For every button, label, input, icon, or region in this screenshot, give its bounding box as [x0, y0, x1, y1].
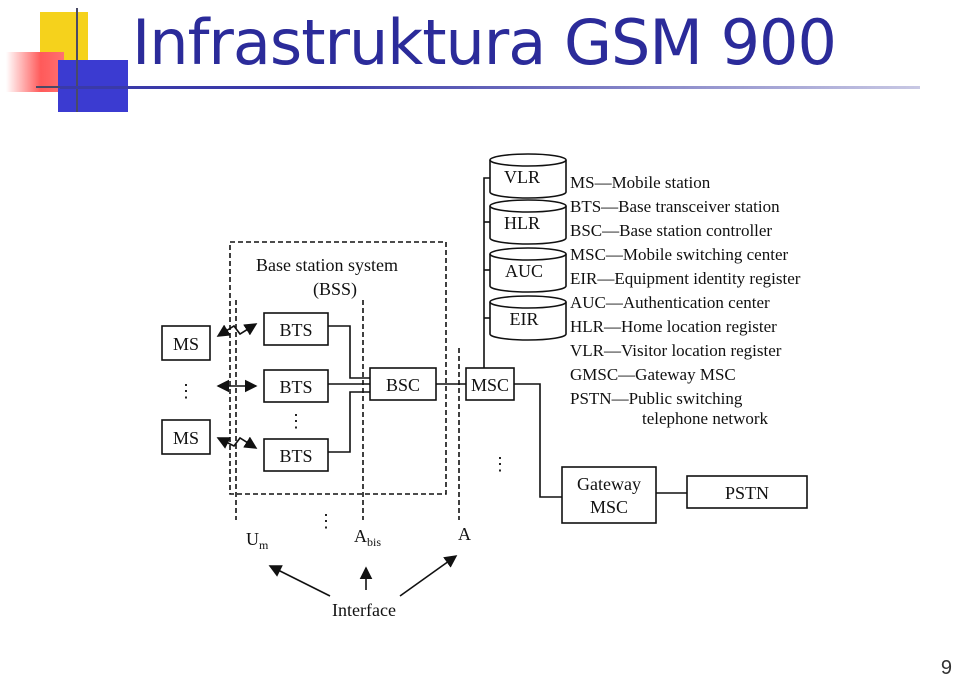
legend-item: EIR—Equipment identity register	[570, 269, 801, 288]
legend-item: telephone network	[642, 409, 769, 428]
eir-label: EIR	[510, 309, 539, 329]
hlr-cylinder	[489, 199, 567, 245]
pstn-box	[686, 475, 808, 509]
auc-label: AUC	[505, 261, 543, 281]
bss-label-line2: (BSS)	[313, 279, 357, 300]
bts-ellipsis: ⋮	[287, 411, 305, 431]
bts-1-label: BTS	[279, 320, 312, 340]
abis-interface-label: Abis	[354, 526, 381, 549]
legend-item: GMSC—Gateway MSC	[570, 365, 736, 384]
gateway-msc-box	[561, 466, 657, 524]
bts-3-label: BTS	[279, 446, 312, 466]
legend-item: PSTN—Public switching	[570, 389, 743, 408]
interface-ellipsis: ⋮	[317, 511, 335, 531]
interface-arrow-um	[268, 565, 331, 597]
bts-2-label: BTS	[279, 377, 312, 397]
msc-db-trunk	[483, 177, 490, 368]
msc-label: MSC	[471, 375, 509, 395]
hlr-label: HLR	[504, 213, 540, 233]
auc-cylinder	[489, 247, 567, 293]
ms-ellipsis: ⋮	[177, 381, 195, 401]
legend-item: VLR—Visitor location register	[570, 341, 782, 360]
eir-cylinder	[489, 295, 567, 341]
bts-3-box	[263, 438, 329, 472]
legend: MS—Mobile station BTS—Base transceiver s…	[570, 173, 801, 428]
page-number: 9	[940, 657, 952, 679]
bts1-bsc-link	[328, 325, 370, 379]
ms-top-label: MS	[173, 334, 199, 354]
pstn-label: PSTN	[725, 483, 769, 503]
slide-title: Infrastruktura GSM 900	[132, 6, 837, 79]
logo-vertical-line	[76, 8, 78, 112]
legend-item: BTS—Base transceiver station	[570, 197, 780, 216]
msc-gateway-link	[514, 383, 562, 498]
legend-item: AUC—Authentication center	[570, 293, 770, 312]
interface-caption: Interface	[332, 600, 396, 620]
gateway-label-line2: MSC	[590, 497, 628, 517]
bts-2-box	[263, 369, 329, 403]
ms-top-box	[161, 325, 211, 361]
gateway-label-line1: Gateway	[577, 474, 641, 494]
legend-item: MSC—Mobile switching center	[570, 245, 788, 264]
bss-boundary	[229, 241, 447, 495]
legend-item: BSC—Base station controller	[570, 221, 772, 240]
legend-item: MS—Mobile station	[570, 173, 711, 192]
radio-link-top	[216, 323, 258, 337]
vlr-cylinder	[489, 153, 567, 199]
vlr-label: VLR	[504, 167, 540, 187]
logo-red-bar	[6, 52, 64, 92]
legend-item: HLR—Home location register	[570, 317, 777, 336]
bsc-label: BSC	[386, 375, 420, 395]
um-interface-label: Um	[246, 529, 269, 552]
a-interface-label: A	[458, 524, 471, 544]
msc-ellipsis: ⋮	[491, 454, 509, 474]
bts-1-box	[263, 312, 329, 346]
ms-bottom-box	[161, 419, 211, 455]
bss-label-line1: Base station system	[256, 255, 398, 275]
radio-link-bottom	[216, 436, 258, 449]
ms-bottom-label: MS	[173, 428, 199, 448]
bts3-bsc-link	[328, 391, 370, 453]
title-underline	[60, 86, 920, 89]
interface-arrow-a	[399, 555, 458, 597]
